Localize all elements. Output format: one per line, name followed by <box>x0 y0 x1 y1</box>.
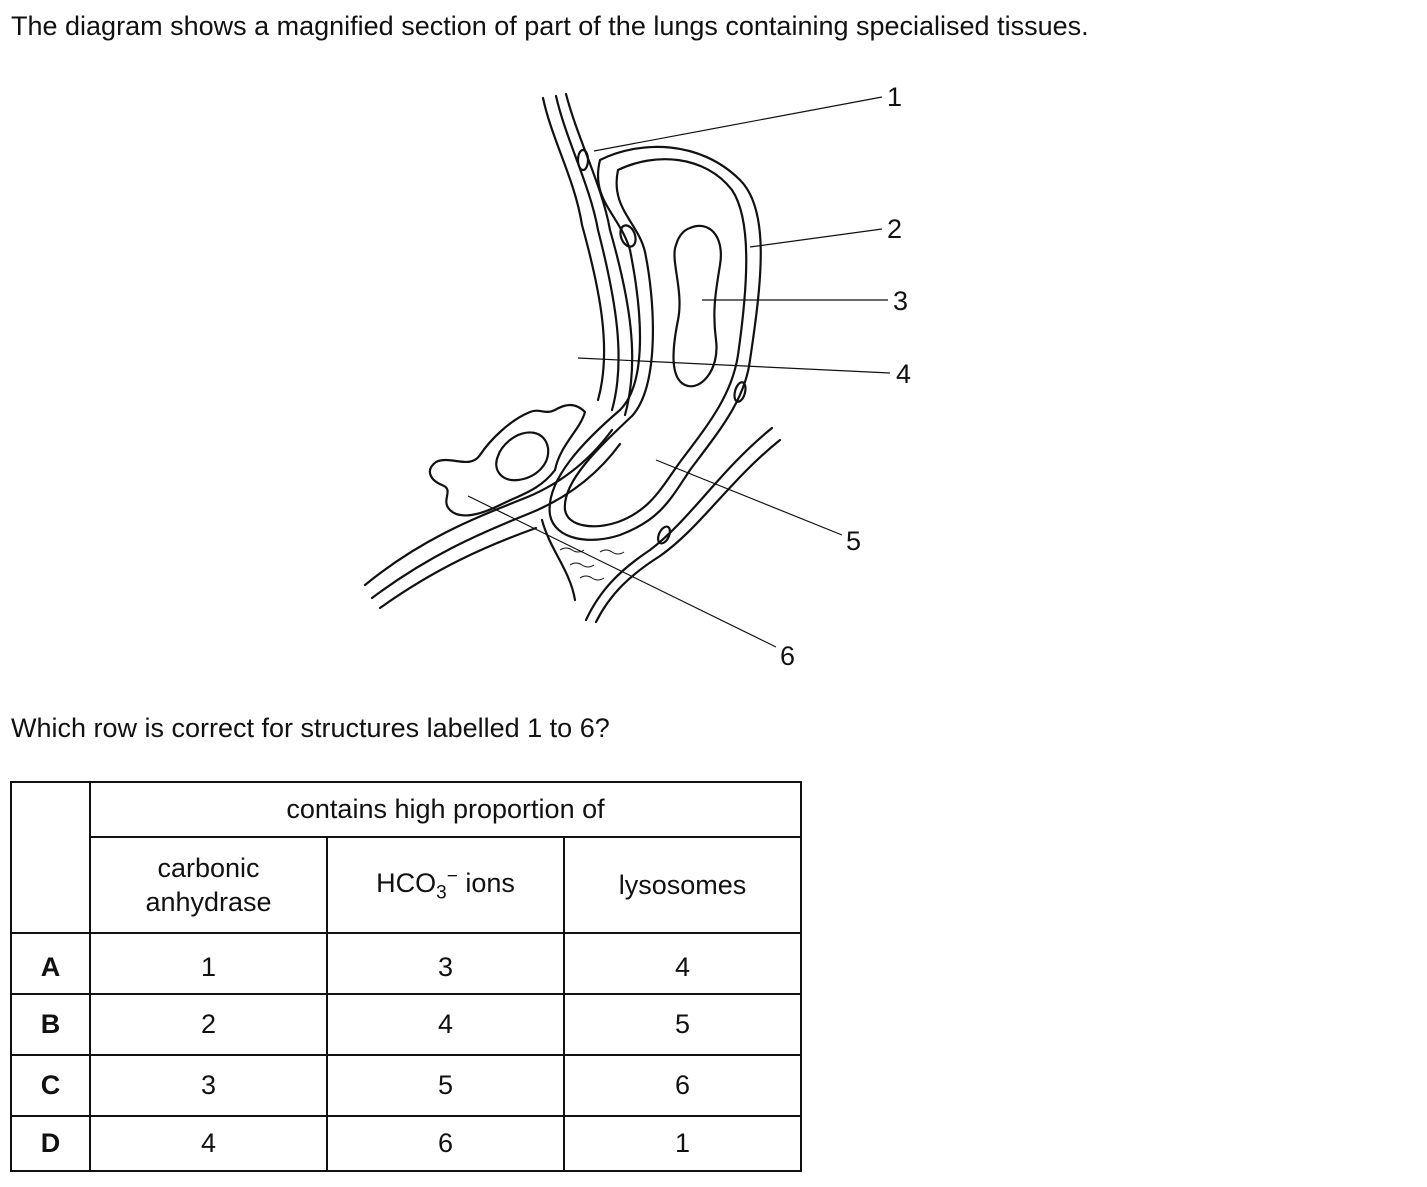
lung-section-diagram: 1 2 3 4 5 6 <box>363 82 911 671</box>
cell-lysosomes: 6 <box>563 1054 802 1117</box>
wall-cell <box>576 148 590 172</box>
lower-wall-strand <box>370 442 622 600</box>
hco3-tail: ions <box>457 867 515 898</box>
wall-cell <box>733 381 747 403</box>
red-blood-cell <box>672 224 722 388</box>
diagram-label-5: 5 <box>846 526 861 556</box>
hco3-main: HCO <box>376 867 437 898</box>
column-header-hco3-ions: HCO3− ions <box>326 836 565 934</box>
lower-wall-strand <box>378 526 538 610</box>
leader-line-6 <box>467 495 777 648</box>
lower-wall-strand <box>363 428 614 587</box>
connective-tissue <box>559 547 625 581</box>
column-header-lysosomes: lysosomes <box>563 836 802 934</box>
row-letter: D <box>10 1115 91 1172</box>
cell-hco3-ions: 5 <box>326 1054 565 1117</box>
hco3-superscript: − <box>446 865 458 887</box>
row-letter: C <box>10 1054 91 1117</box>
lower-wall-strand <box>594 438 782 624</box>
diagram-label-1: 1 <box>887 82 902 112</box>
column-header-carbonic-anhydrase: carbonic anhydrase <box>89 836 328 934</box>
table-row: D 4 6 1 <box>10 1115 802 1172</box>
cell-lysosomes: 1 <box>563 1115 802 1172</box>
diagram-label-2: 2 <box>887 214 902 244</box>
table-row: A 1 3 4 <box>10 932 802 995</box>
group-header: contains high proportion of <box>89 781 802 838</box>
cell-carbonic-anhydrase: 1 <box>89 932 328 995</box>
table-header-row: contains high proportion of <box>10 781 802 934</box>
table-row: C 3 5 6 <box>10 1054 802 1117</box>
diagram-label-3: 3 <box>893 286 908 316</box>
column-header-row: carbonic anhydrase HCO3− ions lysosomes <box>11 836 802 934</box>
answer-table: contains high proportion of carbonic anh… <box>10 781 802 1172</box>
leader-line-4 <box>577 357 891 374</box>
intro-text: The diagram shows a magnified section of… <box>11 11 1089 41</box>
diagram-label-6: 6 <box>780 641 795 671</box>
phagocyte-nucleus <box>495 431 550 482</box>
cell-carbonic-anhydrase: 3 <box>89 1054 328 1117</box>
row-letter: A <box>10 932 91 995</box>
phagocyte <box>428 403 587 517</box>
upper-wall-strand <box>554 94 620 412</box>
cell-lysosomes: 4 <box>563 932 802 995</box>
leader-line-5 <box>655 459 843 536</box>
lower-wall-strand <box>584 426 774 622</box>
alveolus-inner-wall <box>563 158 748 528</box>
cell-hco3-ions: 3 <box>326 932 565 995</box>
cell-hco3-ions: 4 <box>326 993 565 1056</box>
column-header-carbonic-line2: anhydrase <box>145 887 272 917</box>
upper-wall-strand <box>564 92 634 417</box>
cell-carbonic-anhydrase: 4 <box>89 1115 328 1172</box>
table-row: B 2 4 5 <box>10 993 802 1056</box>
header-corner <box>10 781 91 934</box>
diagram-label-4: 4 <box>896 359 911 389</box>
lower-wall-strand <box>540 518 577 602</box>
row-letter: B <box>10 993 91 1056</box>
cell-lysosomes: 5 <box>563 993 802 1056</box>
upper-wall-strand <box>541 96 606 402</box>
leader-line-2 <box>749 228 883 248</box>
wall-cell <box>619 224 637 248</box>
column-header-carbonic-line1: carbonic <box>157 853 260 883</box>
leader-line-1 <box>593 96 883 152</box>
cell-hco3-ions: 6 <box>326 1115 565 1172</box>
hco3-subscript: 3 <box>436 882 447 904</box>
cell-carbonic-anhydrase: 2 <box>89 993 328 1056</box>
question-text: Which row is correct for structures labe… <box>11 713 610 743</box>
alveolus-outer-wall <box>548 145 762 541</box>
